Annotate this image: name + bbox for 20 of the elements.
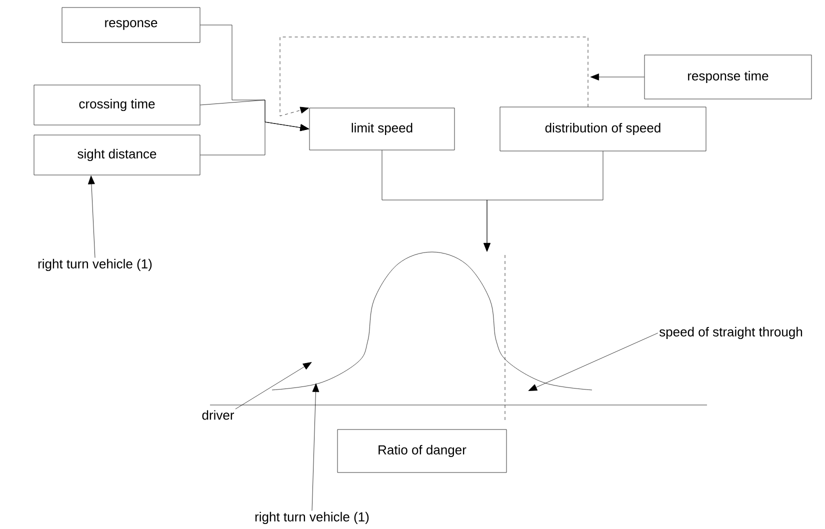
text-label: driver <box>202 410 234 420</box>
arrow <box>590 74 644 80</box>
arrow <box>484 151 604 252</box>
text-label: right turn vehicle (1) <box>38 258 152 272</box>
arrow <box>528 332 658 391</box>
arrow <box>200 122 309 156</box>
process-box: crossing time <box>34 84 200 126</box>
process-box: sight distance <box>34 134 200 176</box>
arrow <box>312 383 320 511</box>
process-box: response time <box>644 54 812 100</box>
arrow <box>235 362 312 410</box>
process-box: response <box>62 7 200 43</box>
arrow <box>88 176 96 258</box>
text-label: right turn vehicle (1) <box>255 512 369 524</box>
text-label: speed of straight through <box>659 326 802 340</box>
process-box: distribution of speed <box>500 106 706 152</box>
bell-curve-drawing <box>272 252 592 390</box>
process-box: Ratio of danger <box>337 429 507 473</box>
process-box: limit speed <box>309 108 455 150</box>
dashed-arrow <box>280 36 588 116</box>
